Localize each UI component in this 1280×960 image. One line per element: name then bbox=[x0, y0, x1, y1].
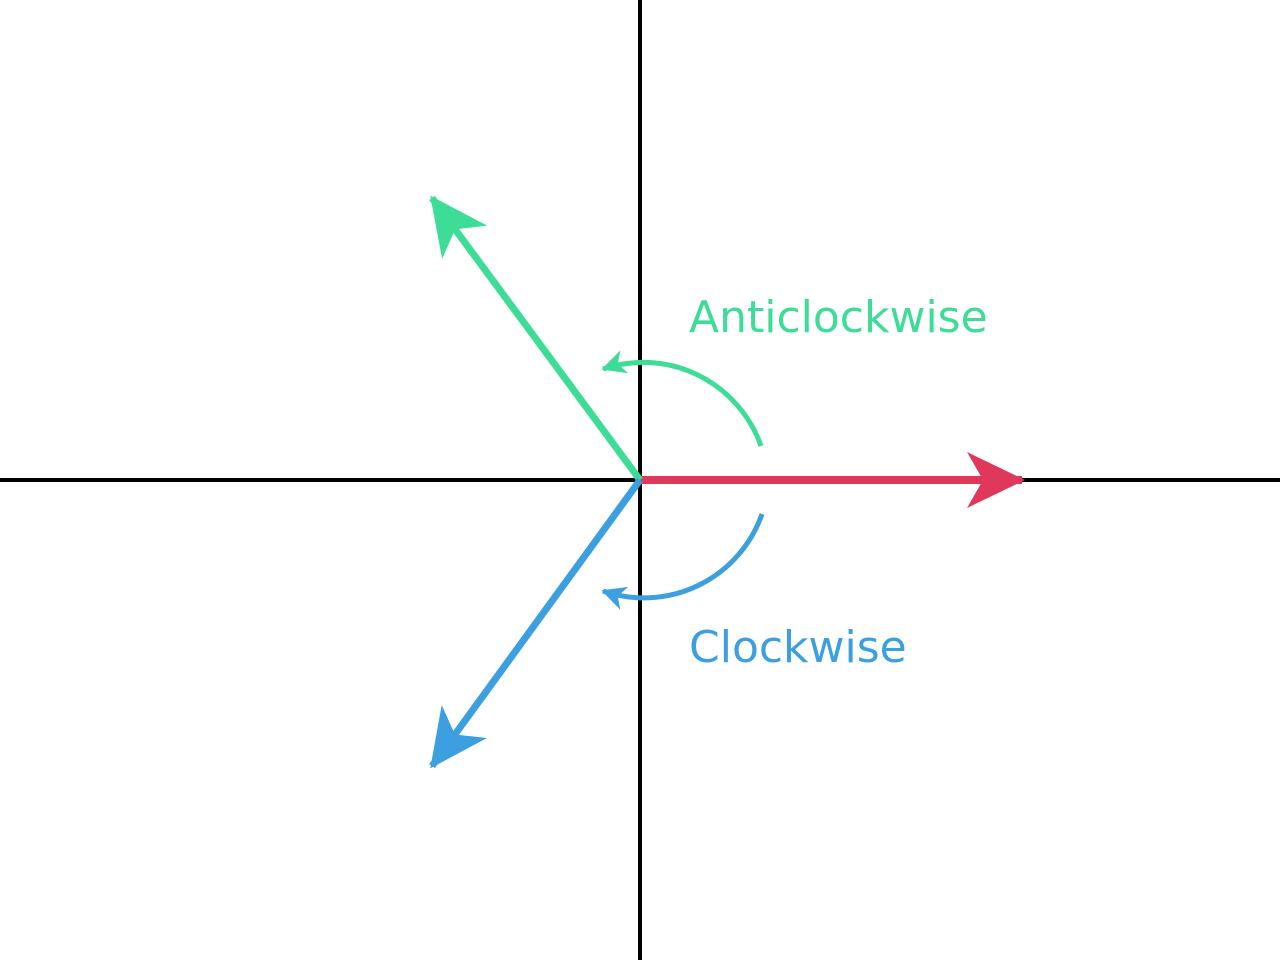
anticlockwise-vector bbox=[429, 195, 643, 483]
anticlockwise-label: Anticlockwise bbox=[689, 292, 988, 343]
clockwise-vector bbox=[429, 477, 643, 769]
clockwise-label: Clockwise bbox=[689, 622, 907, 673]
anticlockwise-arc bbox=[601, 350, 764, 447]
clockwise-arc bbox=[601, 513, 765, 610]
